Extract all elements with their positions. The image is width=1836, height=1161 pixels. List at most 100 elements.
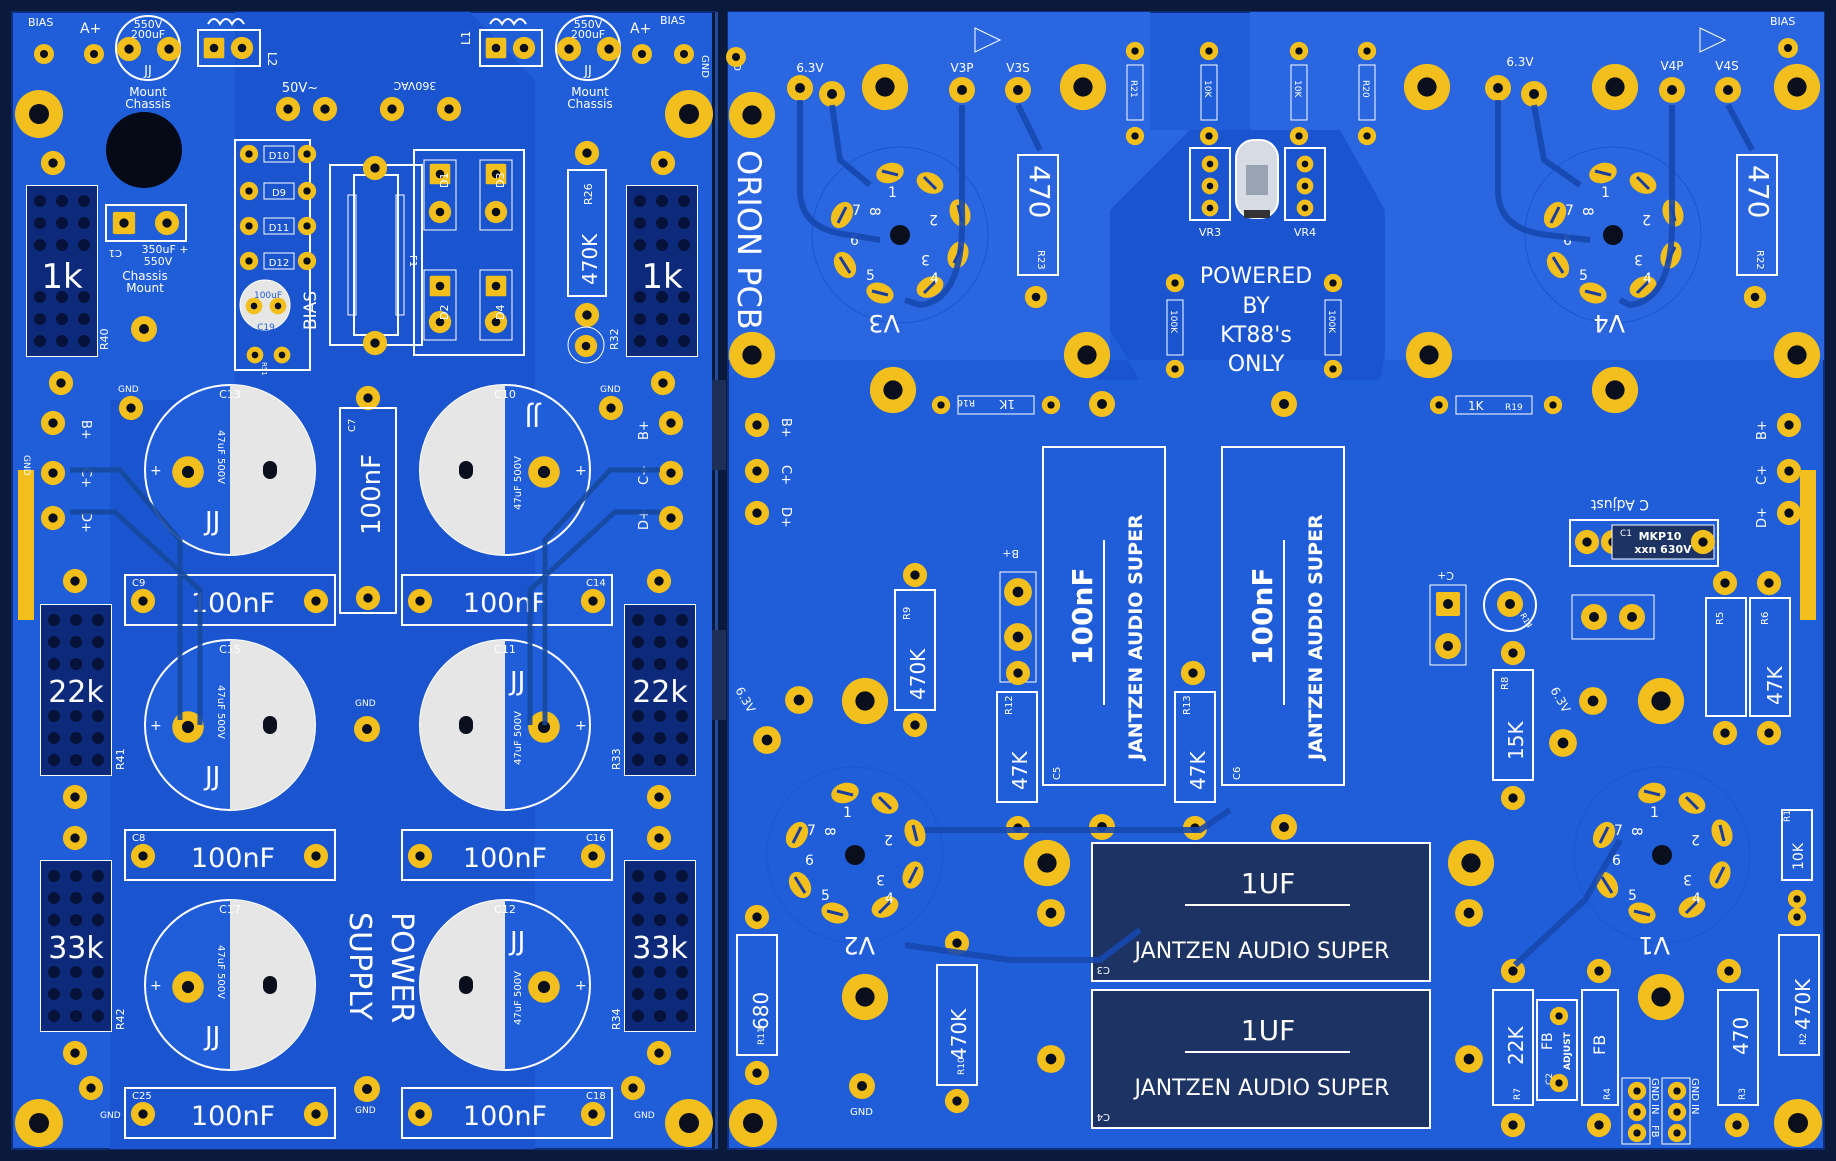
cap-c5: 100nF JANTZEN AUDIO SUPER C5 bbox=[1042, 391, 1166, 840]
svg-text:C1: C1 bbox=[1620, 529, 1632, 539]
resistor-r42: 33k R42 bbox=[40, 825, 127, 1066]
svg-text:R41: R41 bbox=[114, 748, 127, 770]
svg-text:C25: C25 bbox=[132, 1091, 152, 1102]
svg-text:33k: 33k bbox=[48, 931, 104, 966]
svg-text:JJ: JJ bbox=[583, 64, 592, 79]
svg-text:10K: 10K bbox=[1202, 80, 1212, 98]
svg-text:L2: L2 bbox=[265, 52, 279, 66]
diode-d11: D11 bbox=[239, 216, 317, 236]
svg-text:350uF +: 350uF + bbox=[141, 243, 188, 256]
resistor-r13: 47K R13 bbox=[1174, 660, 1216, 841]
svg-text:8: 8 bbox=[1628, 827, 1644, 836]
ac-360v-label: 360VAC bbox=[393, 79, 436, 92]
svg-text:47uF 500V: 47uF 500V bbox=[215, 430, 226, 484]
resistor-r23: 470 R23 bbox=[1017, 154, 1059, 309]
cap-c17: C17 47uF 500V JJ + bbox=[144, 899, 316, 1071]
svg-text:47uF 500V: 47uF 500V bbox=[215, 685, 226, 739]
bias-label-mid: BIAS bbox=[301, 291, 321, 330]
resistor-r22: 470 R22 bbox=[1736, 154, 1778, 309]
resistor-r7: 22K R7 bbox=[1492, 958, 1534, 1138]
svg-text:10K: 10K bbox=[1292, 80, 1302, 98]
svg-text:FB: FB bbox=[1590, 1035, 1609, 1055]
resistor-r41: 22k R41 bbox=[40, 568, 127, 810]
ac-50v-label: 50V~ bbox=[282, 81, 318, 96]
svg-text:22K: 22K bbox=[1504, 1026, 1528, 1065]
svg-text:7: 7 bbox=[1614, 823, 1623, 839]
svg-text:3: 3 bbox=[921, 251, 930, 267]
svg-text:IN: IN bbox=[1689, 1104, 1700, 1114]
cap-c12: C12 47uF 500V JJ + bbox=[419, 899, 591, 1071]
svg-text:JJ: JJ bbox=[203, 762, 220, 792]
svg-text:R21: R21 bbox=[1128, 80, 1138, 98]
resistor-r32: 1k R32 bbox=[608, 185, 698, 357]
svg-text:470: 470 bbox=[1742, 165, 1775, 218]
resistor-r21: R21 bbox=[1125, 41, 1145, 146]
svg-text:V3S: V3S bbox=[1006, 61, 1029, 75]
amplifier-section: GND BIAS ORION PCB 6.3V V3P V3S bbox=[726, 15, 1822, 1147]
svg-text:470: 470 bbox=[1729, 1017, 1753, 1055]
svg-text:100nF: 100nF bbox=[357, 454, 387, 535]
svg-text:VR4: VR4 bbox=[1294, 226, 1316, 239]
svg-text:JANTZEN AUDIO SUPER: JANTZEN AUDIO SUPER bbox=[1133, 939, 1390, 964]
svg-text:FB: FB bbox=[1649, 1125, 1660, 1138]
svg-text:1: 1 bbox=[1601, 185, 1610, 201]
svg-text:C11: C11 bbox=[494, 643, 516, 656]
cap-c3: 1UF JANTZEN AUDIO SUPER C3 bbox=[1037, 842, 1483, 982]
svg-text:5: 5 bbox=[866, 268, 875, 284]
svg-text:100nF: 100nF bbox=[463, 1101, 547, 1132]
resistor-r10: 470K R10 bbox=[936, 930, 978, 1114]
svg-text:1k: 1k bbox=[641, 257, 683, 297]
chassis-mount-hole bbox=[106, 112, 182, 188]
svg-text:6.3V: 6.3V bbox=[796, 61, 824, 75]
svg-text:JJ: JJ bbox=[203, 507, 220, 537]
svg-text:B+: B+ bbox=[78, 420, 93, 440]
svg-text:470K: 470K bbox=[947, 1008, 971, 1060]
svg-text:V2: V2 bbox=[843, 931, 875, 959]
svg-text:C19: C19 bbox=[257, 323, 275, 333]
svg-text:C17: C17 bbox=[219, 903, 241, 916]
svg-text:V3: V3 bbox=[868, 309, 900, 337]
svg-text:D3: D3 bbox=[494, 173, 507, 188]
svg-text:+: + bbox=[150, 718, 162, 734]
svg-text:R32: R32 bbox=[608, 328, 621, 350]
svg-text:D2: D2 bbox=[438, 305, 451, 320]
svg-text:D10: D10 bbox=[269, 151, 289, 162]
svg-text:V4S: V4S bbox=[1715, 59, 1738, 73]
svg-text:47K: 47K bbox=[1008, 751, 1032, 790]
connector-gnd-in: GND IN bbox=[1661, 1077, 1700, 1145]
svg-text:R2: R2 bbox=[1799, 1033, 1809, 1045]
cap-200uf-right: 550V 200uF JJ Mount Chassis bbox=[555, 15, 622, 111]
svg-text:JJ: JJ bbox=[525, 401, 542, 431]
svg-text:550V: 550V bbox=[144, 255, 173, 268]
svg-text:7: 7 bbox=[1565, 203, 1574, 219]
svg-text:470K: 470K bbox=[1791, 978, 1815, 1030]
resistor-r5: R5 bbox=[1705, 570, 1747, 746]
svg-text:470: 470 bbox=[1023, 165, 1056, 218]
svg-text:200uF: 200uF bbox=[571, 28, 605, 41]
svg-text:GND: GND bbox=[100, 1111, 121, 1121]
diode-d9: D9 bbox=[239, 181, 317, 201]
diode-d12: D12 bbox=[239, 251, 317, 271]
svg-text:C+: C+ bbox=[1437, 569, 1454, 582]
bias-label-tr: BIAS bbox=[660, 14, 685, 27]
svg-text:R51: R51 bbox=[260, 362, 268, 376]
resistor-r12: 47K R12 bbox=[996, 691, 1038, 841]
svg-text:100nF: 100nF bbox=[191, 843, 275, 874]
svg-text:+: + bbox=[150, 463, 162, 479]
diode-d3: D3 bbox=[479, 159, 513, 231]
svg-text:5: 5 bbox=[821, 888, 830, 904]
svg-text:3: 3 bbox=[876, 871, 885, 887]
svg-text:1k: 1k bbox=[41, 257, 83, 297]
resistor-r18: 10K bbox=[1289, 41, 1309, 146]
c-adjust-block: C Adjust MKP10 xxn 630V C1 bbox=[1569, 496, 1719, 567]
inductor-l2: L2 bbox=[197, 18, 279, 67]
svg-text:D4: D4 bbox=[494, 305, 507, 320]
svg-text:C+: C+ bbox=[778, 465, 793, 485]
a-plus-label-tr: A+ bbox=[630, 21, 651, 37]
svg-text:R23: R23 bbox=[1035, 250, 1046, 270]
svg-text:C18: C18 bbox=[586, 1091, 606, 1102]
svg-text:GND: GND bbox=[1689, 1078, 1700, 1101]
cap-c11: C11 47uF 500V JJ + bbox=[419, 639, 591, 811]
